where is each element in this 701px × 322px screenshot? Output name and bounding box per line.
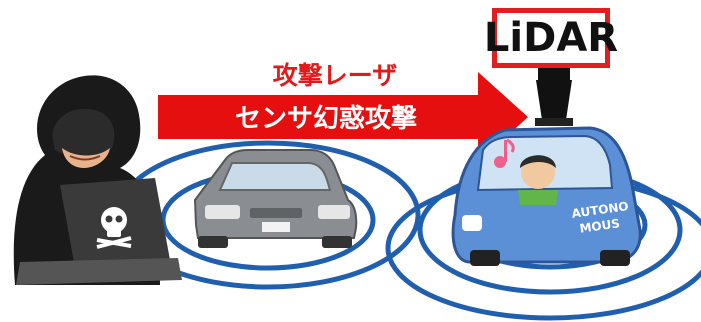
skull-icon <box>96 207 132 249</box>
lidar-label: LiDAR <box>484 8 618 68</box>
attack-arrow <box>158 72 528 162</box>
music-note-icon <box>494 138 515 168</box>
autonomous-text-line2: MOUS <box>579 216 621 236</box>
gray-car-icon <box>193 149 358 248</box>
autonomous-car-icon <box>451 126 642 266</box>
sensor-dazzling-attack-label: センサ幻惑攻撃 <box>234 104 417 134</box>
attack-laser-label: 攻撃レーザ <box>272 61 398 90</box>
lidar-sensor-icon <box>535 68 573 126</box>
